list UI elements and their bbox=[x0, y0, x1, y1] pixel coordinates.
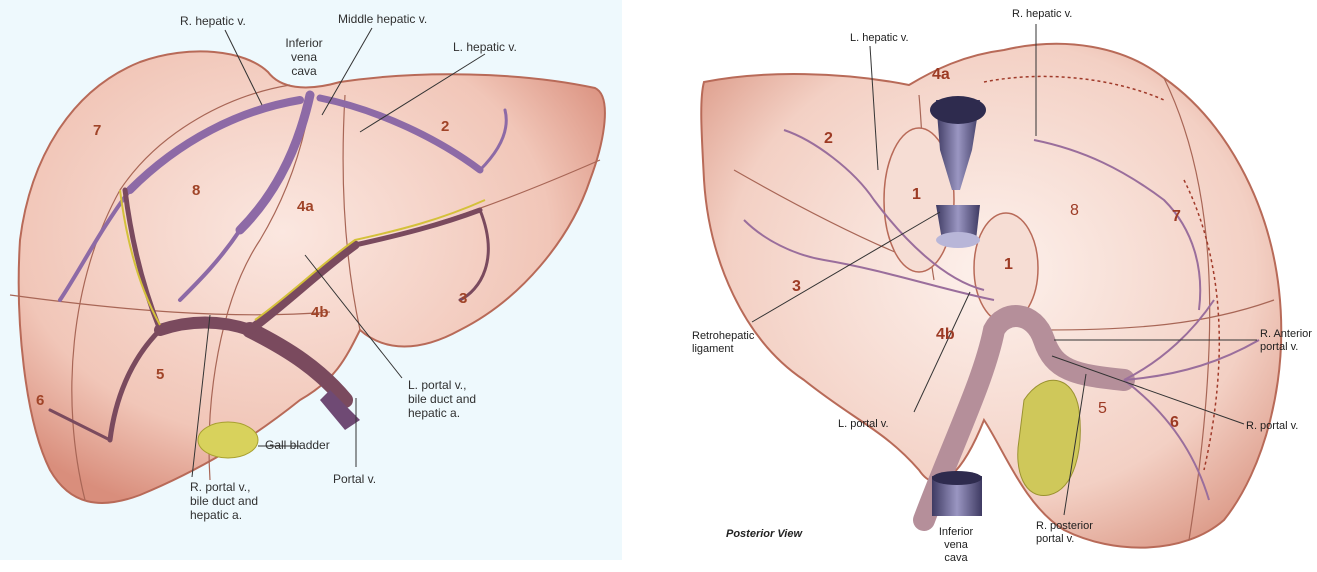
label-r-hepatic-vein-posterior: R. hepatic v. bbox=[1012, 8, 1072, 21]
segment-8-label: 8 bbox=[192, 182, 200, 199]
label-r-portal-vein: R. portal v., bile duct and hepatic a. bbox=[190, 480, 258, 522]
segment-1-lower-label: 1 bbox=[1004, 256, 1013, 274]
ivc-stump bbox=[932, 471, 982, 516]
label-middle-hepatic-vein: Middle hepatic v. bbox=[338, 12, 427, 26]
label-portal-vein: Portal v. bbox=[333, 472, 376, 486]
label-r-posterior-portal-vein: R. posterior portal v. bbox=[1036, 520, 1093, 546]
anterior-liver-drawing bbox=[0, 0, 622, 560]
segment-1-upper-label: 1 bbox=[912, 186, 921, 204]
anterior-liver-figure: R. hepatic v. Middle hepatic v. Inferior… bbox=[0, 0, 622, 560]
label-l-hepatic-vein-posterior: L. hepatic v. bbox=[850, 32, 909, 45]
label-r-anterior-portal-vein: R. Anterior portal v. bbox=[1260, 328, 1312, 354]
label-l-portal-vein: L. portal v., bile duct and hepatic a. bbox=[408, 378, 476, 420]
segment-8-label-posterior: 8 bbox=[1070, 202, 1079, 220]
segment-4a-label-posterior: 4a bbox=[932, 66, 950, 84]
segment-7-label: 7 bbox=[93, 122, 101, 139]
segment-7-label-posterior: 7 bbox=[1172, 208, 1181, 226]
label-r-portal-vein-posterior: R. portal v. bbox=[1246, 420, 1298, 433]
posterior-liver-figure: L. hepatic v. R. hepatic v. Retrohepatic… bbox=[684, 0, 1317, 572]
segment-2-label: 2 bbox=[441, 118, 449, 135]
gall-bladder-shape bbox=[198, 422, 258, 458]
segment-3-label: 3 bbox=[459, 290, 467, 307]
segment-6-label: 6 bbox=[36, 392, 44, 409]
segment-6-label-posterior: 6 bbox=[1170, 414, 1179, 432]
segment-4a-label: 4a bbox=[297, 198, 314, 215]
label-retrohepatic-ligament: Retrohepatic ligament bbox=[692, 330, 754, 356]
label-r-hepatic-vein: R. hepatic v. bbox=[180, 14, 246, 28]
segment-5-label-posterior: 5 bbox=[1098, 400, 1107, 418]
label-inferior-vena-cava: Inferior vena cava bbox=[284, 36, 324, 78]
label-l-hepatic-vein: L. hepatic v. bbox=[453, 40, 517, 54]
label-inferior-vena-cava-posterior: Inferior vena cava bbox=[930, 526, 982, 565]
label-l-portal-vein-posterior: L. portal v. bbox=[838, 418, 889, 431]
segment-5-label: 5 bbox=[156, 366, 164, 383]
segment-4b-label-posterior: 4b bbox=[936, 326, 955, 344]
segment-4b-label: 4b bbox=[311, 304, 329, 321]
segment-3-label-posterior: 3 bbox=[792, 278, 801, 296]
segment-2-label-posterior: 2 bbox=[824, 130, 833, 148]
posterior-view-caption: Posterior View bbox=[726, 528, 802, 540]
posterior-liver-drawing bbox=[684, 0, 1317, 572]
label-gall-bladder: Gall bladder bbox=[265, 438, 330, 452]
